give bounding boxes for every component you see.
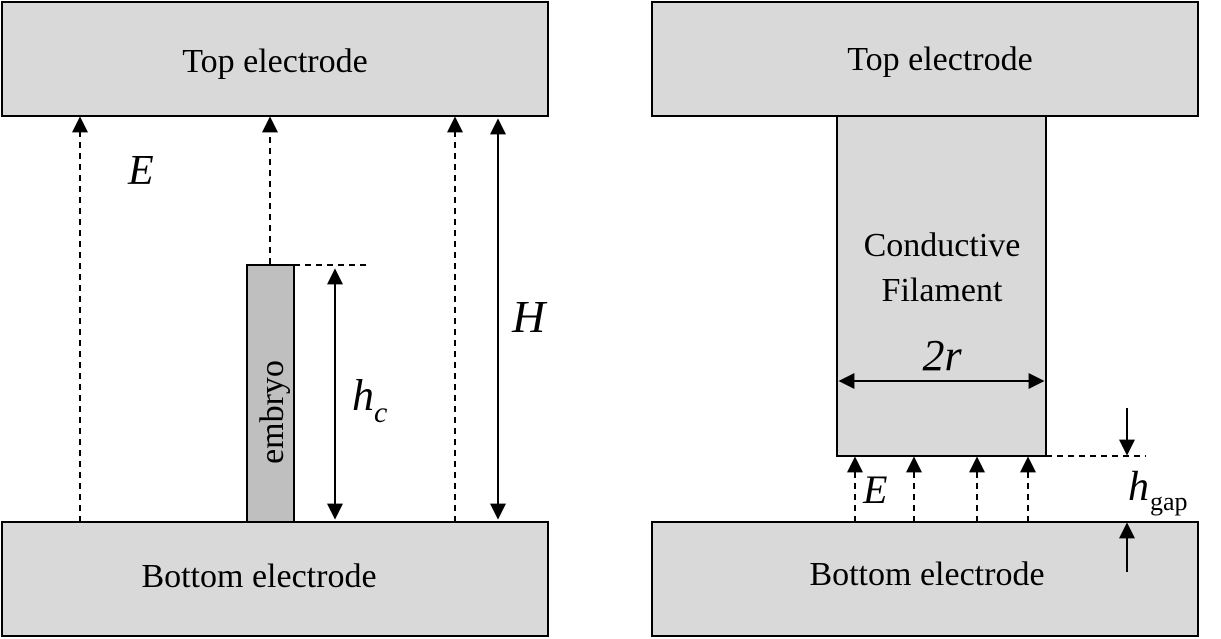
critical-height-sub: c (374, 396, 387, 429)
filament-width-symbol: 2r (922, 331, 962, 380)
left-top-electrode (1, 1, 549, 117)
right-bottom-electrode (651, 521, 1199, 637)
left-field-symbol: E (127, 148, 154, 194)
gap-sub: gap (1150, 487, 1188, 516)
right-field-symbol: E (862, 467, 887, 512)
filament-label-line2: Filament (882, 272, 1003, 309)
right-panel: Top electrode Bottom electrode Conductiv… (651, 1, 1199, 637)
height-symbol: H (511, 291, 548, 342)
critical-height-h: h (352, 371, 374, 420)
gap-symbol: hgap (1128, 464, 1188, 516)
embryo-label: embryo (254, 360, 291, 464)
left-top-electrode-label: Top electrode (182, 43, 367, 80)
filament-label-line1: Conductive (864, 227, 1021, 264)
left-bottom-electrode (1, 521, 549, 637)
left-panel: Top electrode Bottom electrode E embryo … (1, 1, 549, 637)
conductive-filament (836, 115, 1047, 457)
embryo (246, 264, 295, 523)
right-top-electrode-label: Top electrode (847, 41, 1032, 78)
gap-h: h (1128, 464, 1149, 510)
left-bottom-electrode-label: Bottom electrode (141, 558, 376, 595)
right-bottom-electrode-label: Bottom electrode (809, 556, 1044, 593)
critical-height-symbol: hc (352, 371, 387, 429)
